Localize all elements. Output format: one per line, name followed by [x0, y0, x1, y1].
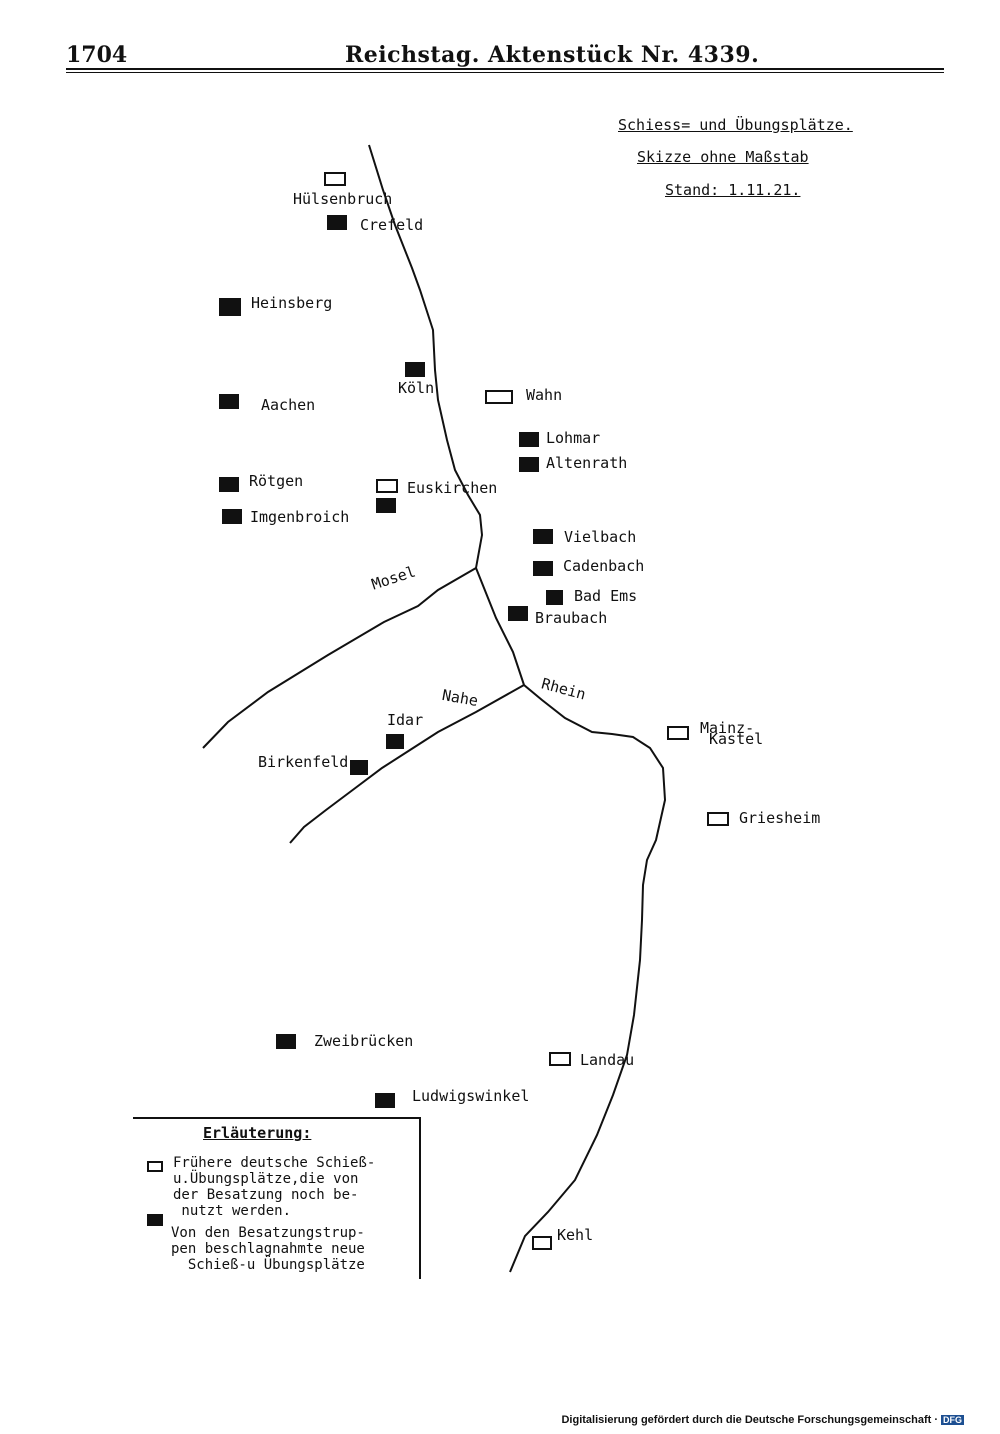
former-site-marker — [667, 726, 689, 740]
place-label: Crefeld — [360, 216, 424, 234]
former-site-marker — [324, 172, 346, 186]
new-site-marker — [219, 394, 239, 409]
former-site-marker — [485, 390, 513, 404]
header-rule-bottom — [66, 72, 944, 73]
river-rhein — [368, 144, 667, 1273]
place-label: Zweibrücken — [314, 1032, 414, 1050]
header-rule-top — [66, 68, 944, 70]
map-legend: Erläuterung: Frühere deutsche Schieß- u.… — [133, 1117, 421, 1279]
new-site-marker — [219, 298, 241, 316]
river-mosel — [202, 567, 477, 749]
place-label: Idar — [387, 711, 424, 729]
new-site-marker — [405, 362, 425, 377]
new-site-marker — [519, 457, 539, 472]
new-site-icon — [147, 1214, 163, 1226]
place-label: Euskirchen — [407, 479, 498, 497]
place-label: Rötgen — [249, 472, 304, 490]
former-site-marker — [707, 812, 729, 826]
place-label: Kehl — [557, 1226, 594, 1244]
place-label: Mainz- — [700, 719, 755, 737]
place-label: Köln — [398, 379, 435, 397]
place-label: Ludwigswinkel — [412, 1087, 530, 1105]
place-label: Landau — [580, 1051, 635, 1069]
new-site-marker — [276, 1034, 296, 1049]
place-label: Heinsberg — [251, 294, 333, 312]
place-label: Kastel — [709, 730, 764, 748]
place-label: Hülsenbruch — [293, 190, 393, 208]
map-date: Stand: 1.11.21. — [665, 181, 801, 199]
new-site-marker — [508, 606, 528, 621]
new-site-marker — [350, 760, 368, 775]
former-site-marker — [532, 1236, 552, 1250]
former-site-marker — [376, 479, 398, 493]
place-label: Vielbach — [564, 528, 637, 546]
place-label: Bad Ems — [574, 587, 638, 605]
river-nahe — [289, 684, 525, 844]
place-label: Cadenbach — [563, 557, 645, 575]
new-site-marker — [219, 477, 239, 492]
new-site-marker — [376, 498, 396, 513]
new-site-marker — [533, 529, 553, 544]
new-site-marker — [222, 509, 242, 524]
running-title: Reichstag. Aktenstück Nr. 4339. — [345, 42, 760, 68]
place-label: Lohmar — [546, 429, 601, 447]
place-label: Griesheim — [739, 809, 821, 827]
new-site-marker — [386, 734, 404, 749]
new-site-marker — [546, 590, 563, 605]
legend-title: Erläuterung: — [203, 1124, 312, 1142]
place-label: Birkenfeld — [258, 753, 349, 771]
dfg-logo-icon: DFG — [941, 1415, 964, 1425]
legend-new-text: Von den Besatzungstrup- pen beschlagnahm… — [171, 1225, 365, 1273]
new-site-marker — [519, 432, 539, 447]
place-label: Braubach — [535, 609, 608, 627]
former-site-icon — [147, 1161, 163, 1172]
page-number: 1704 — [66, 42, 128, 68]
new-site-marker — [327, 215, 347, 230]
place-label: Imgenbroich — [250, 508, 350, 526]
digitization-footer: Digitalisierung gefördert durch die Deut… — [561, 1414, 964, 1426]
new-site-marker — [533, 561, 553, 576]
legend-former-text: Frühere deutsche Schieß- u.Übungsplätze,… — [173, 1155, 376, 1219]
footer-text: Digitalisierung gefördert durch die Deut… — [561, 1414, 938, 1426]
map-title: Schiess= und Übungsplätze. — [618, 116, 853, 134]
place-label: Altenrath — [546, 454, 628, 472]
former-site-marker — [549, 1052, 571, 1066]
new-site-marker — [375, 1093, 395, 1108]
map-subtitle: Skizze ohne Maßstab — [637, 148, 809, 166]
place-label: Aachen — [261, 396, 316, 414]
place-label: Wahn — [526, 386, 563, 404]
